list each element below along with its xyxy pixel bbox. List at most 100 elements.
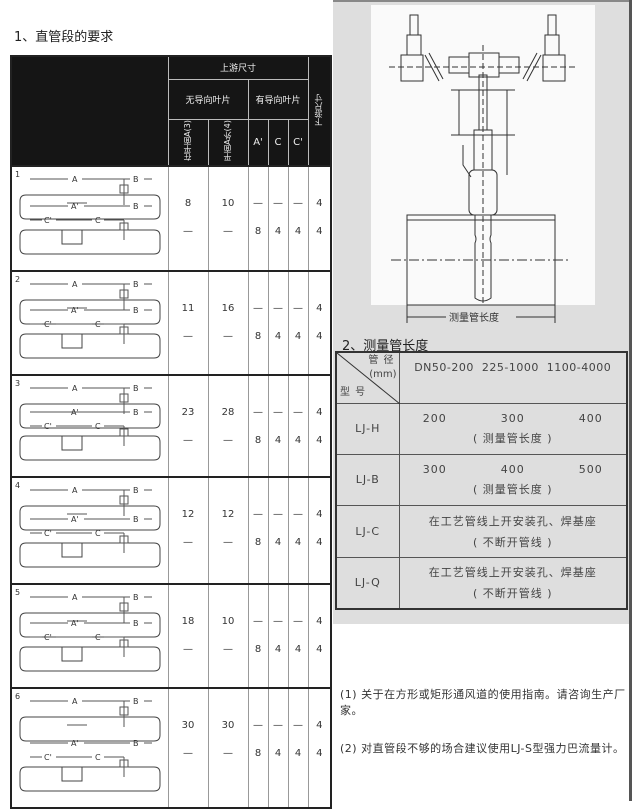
value-cell: —8 (247, 687, 269, 809)
label-a-prime: A' (71, 515, 79, 524)
value-cell: —4 (287, 165, 309, 272)
with-vanes-header: 有导向叶片 (247, 78, 309, 120)
label-b: B (133, 175, 139, 184)
value-cell: 30— (167, 687, 209, 809)
value-cell: —4 (287, 374, 309, 478)
label-a: A (72, 486, 78, 495)
diagram-header (10, 55, 169, 167)
page-border (629, 0, 632, 801)
length-cell: 200 300 400( 测量管长度 ) (398, 402, 628, 455)
value-cell: —8 (247, 583, 269, 689)
label-a: A (72, 697, 78, 706)
length-cell: 在工艺管线上开安装孔、焊基座( 不断开管线 ) (398, 556, 628, 610)
figure-label: 测量管长度 (449, 313, 499, 324)
diagram-number: 4 (15, 481, 20, 490)
length-cell: 300 400 500( 测量管长度 ) (398, 453, 628, 506)
value-cell: —4 (267, 270, 289, 376)
diagram-number: 2 (15, 275, 20, 284)
label-c-prime: C' (44, 753, 52, 762)
label-a: A (72, 593, 78, 602)
diagram-number: 6 (15, 692, 20, 701)
label-c: C (95, 529, 101, 538)
c-prime-header: C' (287, 118, 309, 167)
flowmeter-icon (389, 14, 577, 323)
diagonal-divider (337, 353, 400, 404)
section-1-title: 1、直管段的要求 (14, 30, 114, 45)
label-b: B (133, 515, 139, 524)
model-cell: LJ-C (335, 504, 400, 558)
label-a-prime: A' (71, 619, 79, 628)
corner-header: 管 径 (mm) 型 号 (335, 351, 400, 404)
value-cell: —4 (287, 270, 309, 376)
label-c-prime: C' (44, 320, 52, 329)
label-a: A (72, 280, 78, 289)
value-cell: —8 (247, 165, 269, 272)
label-b: B (133, 408, 139, 417)
label-b: B (133, 384, 139, 393)
value-cell: —4 (267, 476, 289, 585)
pipe-size-header: DN50-200 225-1000 1100-4000 (398, 351, 628, 404)
value-cell: 10— (207, 165, 249, 272)
label-a-prime: A' (71, 739, 79, 748)
value-cell: 28— (207, 374, 249, 478)
label-b: B (133, 486, 139, 495)
model-cell: LJ-Q (335, 556, 400, 610)
value-cell: 12— (167, 476, 209, 585)
diagram-number: 3 (15, 379, 20, 388)
pipe-diagram: 3 A B A' B C' C (15, 379, 161, 461)
value-cell: —4 (267, 374, 289, 478)
value-cell: —8 (247, 270, 269, 376)
label-c: C (95, 422, 101, 431)
no-vanes-header: 无导向叶片 (167, 78, 249, 120)
label-c: C (95, 216, 101, 225)
value-cell: 16— (207, 270, 249, 376)
value-cell: 18— (167, 583, 209, 689)
section-2-title: 2、测量管长度 (342, 339, 429, 354)
in-plane-header: 在平面A(3) (167, 118, 209, 167)
value-cell: —8 (247, 476, 269, 585)
diagram-cell: 3 A B A' B C' C (10, 374, 169, 478)
label-c-prime: C' (44, 633, 52, 642)
value-cell: —4 (267, 165, 289, 272)
label-a: A (72, 384, 78, 393)
value-cell: 23— (167, 374, 209, 478)
straight-pipe-requirements-table: 上游尺寸 下游尺寸 无导向叶片 有导向叶片 在平面A(3) 平面A外(4) A'… (10, 55, 333, 809)
label-b: B (133, 593, 139, 602)
table-row: LJ-C 在工艺管线上开安装孔、焊基座( 不断开管线 ) (335, 504, 628, 558)
label-b: B (133, 202, 139, 211)
table-row: LJ-Q 在工艺管线上开安装孔、焊基座( 不断开管线 ) (335, 556, 628, 610)
label-a-prime: A' (71, 306, 79, 315)
value-cell: 11— (167, 270, 209, 376)
label-c-prime: C' (44, 529, 52, 538)
label-b: B (133, 697, 139, 706)
diagram-cell: 4 A B A' B C' C (10, 476, 169, 585)
label-c: C (95, 320, 101, 329)
label-c-prime: C' (44, 422, 52, 431)
value-cell: —8 (247, 374, 269, 478)
value-cell: —4 (267, 687, 289, 809)
pipe-diagram: 4 A B A' B C' C (15, 481, 161, 568)
value-cell: —4 (287, 583, 309, 689)
value-cell: 10— (207, 583, 249, 689)
label-a-prime: A' (71, 408, 79, 417)
value-cell: —4 (267, 583, 289, 689)
length-cell: 在工艺管线上开安装孔、焊基座( 不断开管线 ) (398, 504, 628, 558)
c-header: C (267, 118, 289, 167)
